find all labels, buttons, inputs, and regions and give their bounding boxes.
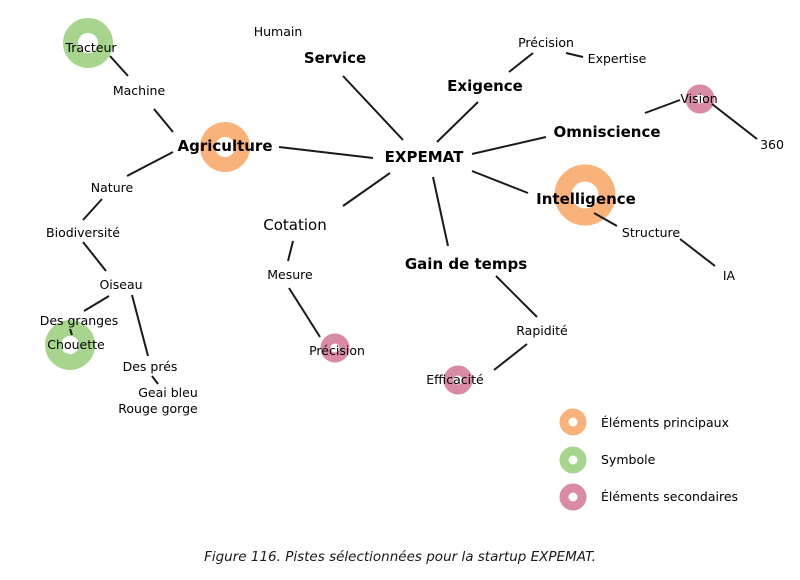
ring-agriculture (200, 122, 250, 172)
node-geai-bleu: Geai bleu (138, 385, 198, 400)
node-precision-bottom: Précision (309, 343, 365, 358)
node-structure: Structure (622, 225, 680, 240)
edge-structure-ia (679, 238, 716, 267)
node-nature: Nature (91, 180, 134, 195)
node-des-granges: Des granges (40, 313, 119, 328)
node-gain-de-temps: Gain de temps (405, 255, 527, 273)
figure-caption: Figure 116. Pistes sélectionnées pour la… (204, 549, 596, 565)
node-omniscience: Omniscience (553, 123, 660, 141)
node-expertise: Expertise (588, 51, 647, 66)
node-oiseau: Oiseau (99, 277, 142, 292)
edge-nature-biodiversite (82, 198, 103, 221)
node-360: 360 (760, 137, 784, 152)
node-agriculture: Agriculture (177, 137, 272, 155)
edge-mesure-precision (288, 287, 321, 338)
legend: Éléments principaux Symbole Éléments sec… (559, 408, 738, 511)
node-ia: IA (723, 268, 736, 283)
node-humain: Humain (254, 24, 303, 39)
edge-desgranges-chouette (69, 328, 73, 336)
edge-expemat-exigence (436, 101, 479, 143)
legend-swatch-symbole (559, 446, 587, 474)
edge-oiseau-despres (131, 294, 149, 357)
node-vision: Vision (680, 91, 717, 106)
node-chouette: Chouette (47, 337, 105, 352)
ring-vision (685, 84, 715, 114)
node-expemat: EXPEMAT (385, 148, 464, 166)
edge-exigence-precision (508, 52, 534, 73)
edge-rapidite-efficacite (493, 343, 528, 371)
legend-label-symbole: Symbole (601, 452, 656, 467)
node-tracteur: Tracteur (64, 40, 117, 55)
edge-cotation-mesure (287, 240, 294, 262)
edge-expemat-intelligence (471, 170, 529, 194)
edge-agriculture-nature (126, 151, 174, 177)
node-mesure: Mesure (267, 267, 313, 282)
ring-intelligence (554, 164, 616, 226)
node-service: Service (304, 49, 366, 67)
edge-gain-rapidite (495, 275, 538, 318)
edge-expemat-cotation (342, 172, 391, 207)
mind-map-diagram: EXPEMAT Service Humain Exigence Précisio… (40, 18, 784, 511)
node-rouge-gorge: Rouge gorge (118, 401, 198, 416)
node-efficacite: Efficacité (426, 372, 484, 387)
legend-swatch-principal (559, 408, 587, 436)
node-biodiversite: Biodiversité (46, 225, 120, 240)
legend-swatch-secondaire (559, 483, 587, 511)
node-des-pres: Des prés (123, 359, 178, 374)
edge-machine-tracteur (109, 55, 129, 77)
node-precision-top: Précision (518, 35, 574, 50)
ring-tracteur (63, 18, 113, 68)
node-intelligence: Intelligence (536, 190, 636, 208)
ring-efficacite (443, 365, 473, 395)
highlight-rings (45, 18, 715, 395)
edges (69, 52, 758, 385)
legend-label-secondaire: Éléments secondaires (601, 489, 738, 504)
edge-agriculture-machine (153, 108, 174, 133)
ring-precision-bottom (320, 333, 350, 363)
edge-omniscience-vision (644, 99, 681, 114)
edge-expemat-service (342, 75, 404, 141)
edge-biodiversite-oiseau (82, 241, 107, 272)
ring-chouette (45, 320, 95, 370)
edge-vision-360 (711, 103, 758, 140)
edge-expemat-agriculture (278, 146, 374, 159)
edge-oiseau-desgranges (83, 295, 110, 312)
edge-expemat-omniscience (471, 136, 547, 155)
node-machine: Machine (113, 83, 166, 98)
edge-expemat-gain (432, 176, 449, 247)
node-labels: EXPEMAT Service Humain Exigence Précisio… (40, 24, 784, 416)
edge-despres-geai (151, 375, 159, 385)
edge-precision-expertise (565, 52, 584, 58)
edge-intelligence-structure (593, 212, 618, 227)
node-exigence: Exigence (447, 77, 523, 95)
node-cotation: Cotation (263, 216, 326, 234)
legend-label-principal: Éléments principaux (601, 415, 729, 430)
node-rapidite: Rapidité (516, 323, 568, 338)
